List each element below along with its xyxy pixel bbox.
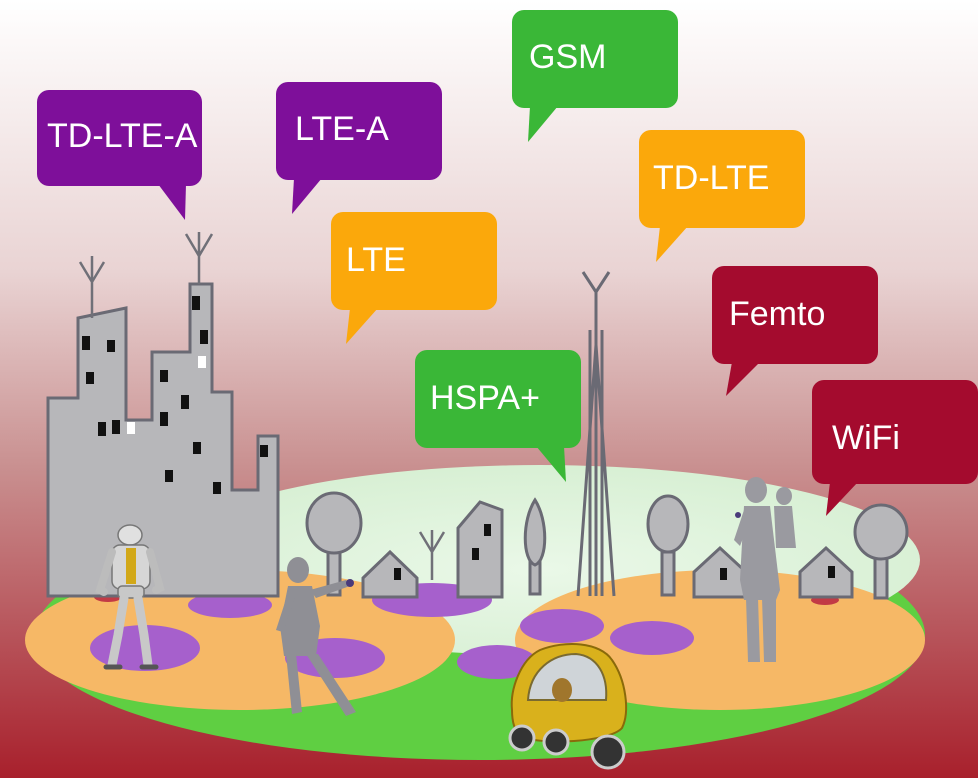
building-windows — [82, 296, 268, 494]
tree — [523, 497, 547, 596]
robot-figure — [95, 524, 165, 670]
small-cell — [520, 609, 604, 643]
house — [798, 545, 854, 599]
bubble-label-td-lte-a: TD-LTE-A — [47, 117, 198, 155]
small-cell — [610, 621, 694, 655]
bubble-femto — [712, 266, 878, 396]
bubble-label-wifi: WiFi — [832, 419, 900, 457]
bubble-label-td-lte: TD-LTE — [653, 159, 770, 197]
bubble-gsm — [512, 10, 678, 142]
tree — [646, 494, 690, 597]
house — [456, 500, 504, 599]
bubble-lte-a — [276, 82, 442, 214]
bubble-hspa-plus — [415, 350, 581, 482]
bubble-label-lte: LTE — [346, 241, 406, 279]
antenna — [418, 530, 446, 580]
bubble-lte — [331, 212, 497, 344]
city-buildings — [46, 282, 280, 598]
houses — [361, 500, 854, 599]
tree — [853, 503, 909, 600]
bubble-wifi — [812, 380, 978, 516]
house — [361, 549, 419, 599]
bubble-td-lte-a — [37, 90, 202, 220]
bubble-label-lte-a: LTE-A — [295, 110, 389, 148]
bubble-label-femto: Femto — [729, 295, 826, 333]
bubble-label-gsm: GSM — [529, 38, 607, 76]
small-cell — [188, 592, 272, 618]
antenna — [78, 232, 214, 318]
bubble-label-hspa-plus: HSPA+ — [430, 379, 540, 417]
yellow-car-figure — [508, 643, 628, 770]
parent-with-child-figure — [734, 477, 796, 662]
small-cell — [457, 645, 537, 679]
woman-figure — [276, 557, 356, 716]
bubble-td-lte — [639, 130, 805, 262]
cell-tower — [576, 271, 616, 597]
